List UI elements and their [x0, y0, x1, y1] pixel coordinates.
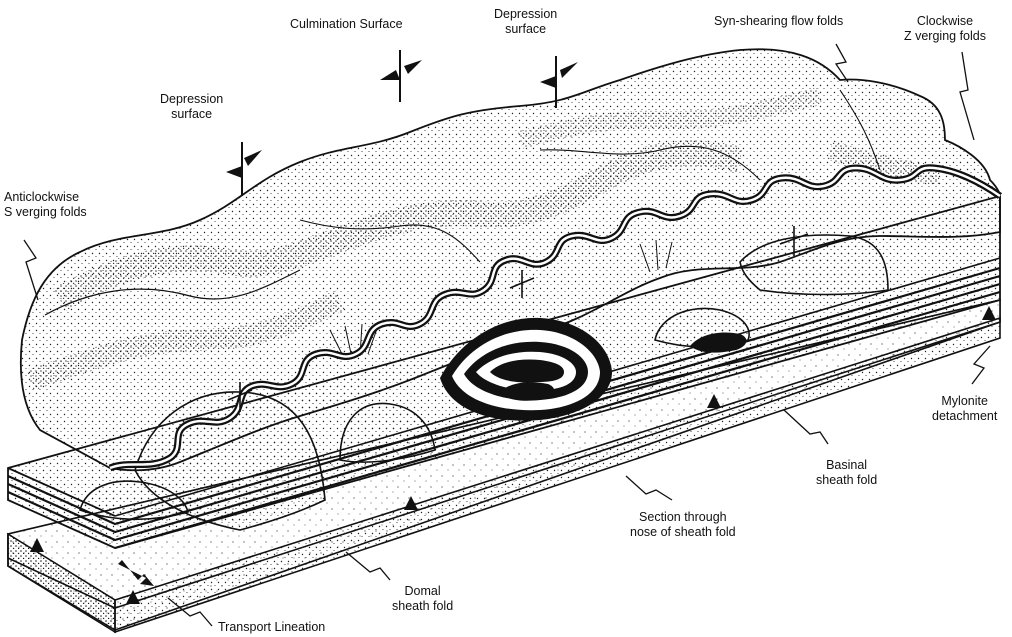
culmination-symbol: [380, 50, 422, 102]
depression-surface-top-line2: surface: [494, 22, 557, 37]
domal-label: Domal sheath fold: [392, 584, 453, 614]
mylonite-label: Mylonite detachment: [932, 394, 997, 424]
section-label: Section through nose of sheath fold: [630, 510, 736, 540]
culmination-surface-label: Culmination Surface: [290, 17, 403, 32]
clockwise-line2: Z verging folds: [904, 29, 986, 44]
section-line1: Section through: [630, 510, 736, 525]
anticlockwise-line1: Anticlockwise: [4, 190, 87, 205]
depression-surface-top-line1: Depression: [494, 7, 557, 22]
culmination-surface-text: Culmination Surface: [290, 17, 403, 32]
transport-lineation-text: Transport Lineation: [218, 620, 325, 635]
depression-surface-left-label: Depression surface: [160, 92, 223, 122]
section-line2: nose of sheath fold: [630, 525, 736, 540]
depression-surface-top-label: Depression surface: [494, 7, 557, 37]
anticlockwise-line2: S verging folds: [4, 205, 87, 220]
anticlockwise-label: Anticlockwise S verging folds: [4, 190, 87, 220]
basinal-line2: sheath fold: [816, 473, 877, 488]
syn-shearing-label: Syn-shearing flow folds: [714, 14, 843, 29]
depression-surface-left-line1: Depression: [160, 92, 223, 107]
clockwise-line1: Clockwise: [904, 14, 986, 29]
syn-shearing-text: Syn-shearing flow folds: [714, 14, 843, 29]
mylonite-line2: detachment: [932, 409, 997, 424]
domal-line2: sheath fold: [392, 599, 453, 614]
clockwise-label: Clockwise Z verging folds: [904, 14, 986, 44]
domal-line1: Domal: [392, 584, 453, 599]
transport-lineation-label: Transport Lineation: [218, 620, 325, 635]
mylonite-line1: Mylonite: [932, 394, 997, 409]
depression-surface-left-line2: surface: [160, 107, 223, 122]
basinal-line1: Basinal: [816, 458, 877, 473]
basinal-label: Basinal sheath fold: [816, 458, 877, 488]
